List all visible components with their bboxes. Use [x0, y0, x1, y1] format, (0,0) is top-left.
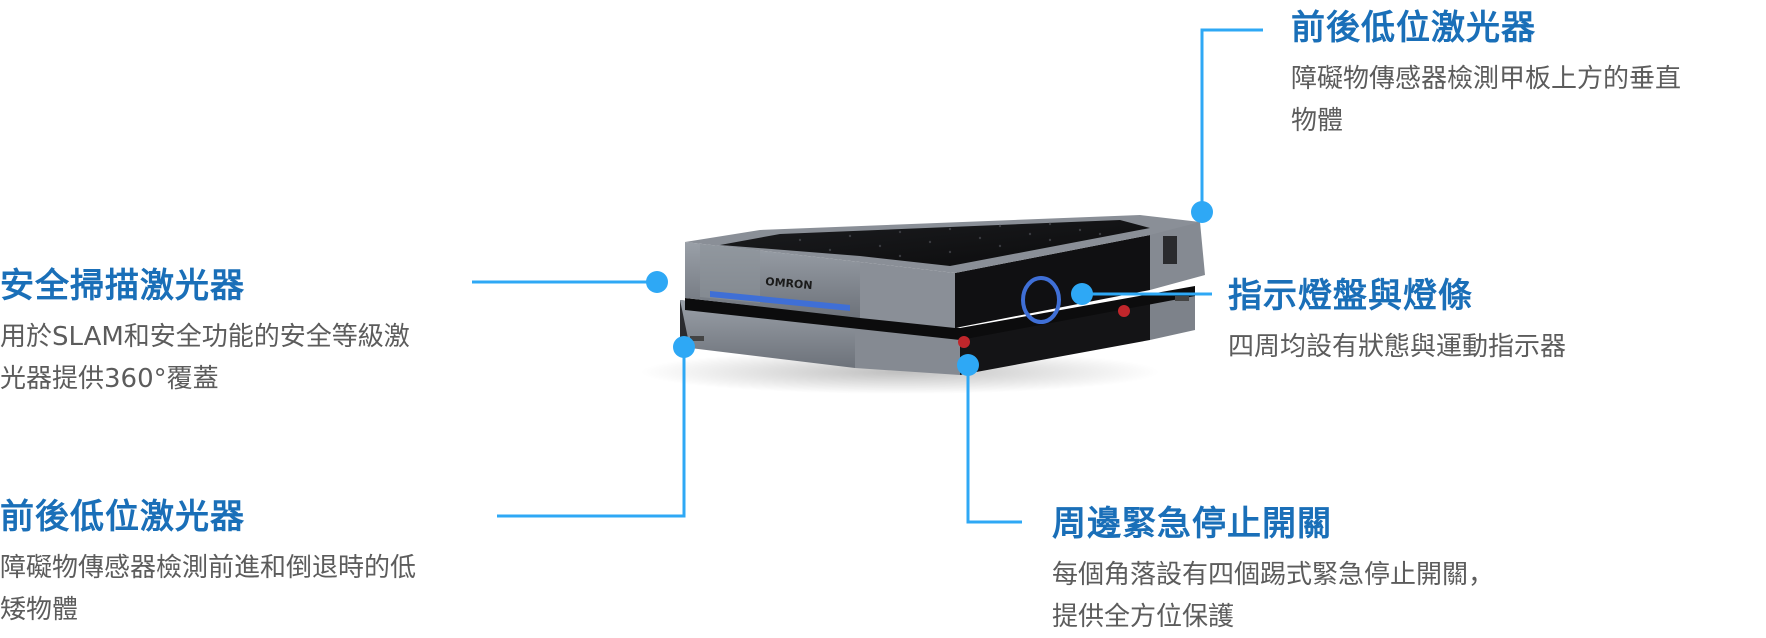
brand-logo: OMRON [765, 275, 813, 292]
callout-emergency-stop: 周邊緊急停止開關 每個角落設有四個踢式緊急停止開關， 提供全方位保護 [1052, 504, 1494, 638]
description-line: 光器提供360°覆蓋 [0, 364, 219, 394]
connector-estop [966, 365, 1022, 524]
connector-lines [472, 28, 1263, 524]
callout-description: 障礙物傳感器檢測前進和倒退時的低 矮物體 [0, 547, 416, 631]
callout-description: 四周均設有狀態與運動指示器 [1228, 326, 1566, 368]
marker-dot-front-rear-low-laser [673, 336, 695, 358]
callout-indicator-lights: 指示燈盤與燈條 四周均設有狀態與運動指示器 [1228, 276, 1566, 368]
estop-button-front [958, 336, 970, 348]
connector-front-rear-low-laser [497, 347, 686, 518]
description-line: 矮物體 [0, 595, 79, 625]
amr-robot: OMRON [640, 215, 1205, 394]
indicator-ring [1021, 276, 1061, 324]
description-line: 提供全方位保護 [1052, 602, 1235, 632]
description-line: 四周均設有狀態與運動指示器 [1228, 332, 1567, 362]
description-line: 物體 [1291, 106, 1344, 136]
callout-title: 前後低位激光器 [0, 497, 245, 537]
marker-dot-safety-laser [646, 271, 668, 293]
callout-safety-scanning-laser: 安全掃描激光器 用於SLAM和安全功能的安全等級激 光器提供360°覆蓋 [0, 266, 410, 400]
marker-dot-indicator [1071, 283, 1093, 305]
description-line: 用於SLAM和安全功能的安全等級激 [0, 322, 410, 352]
callout-description: 障礙物傳感器檢測甲板上方的垂直 物體 [1291, 58, 1681, 142]
callout-title: 前後低位激光器 [1291, 8, 1536, 48]
callout-title: 周邊緊急停止開關 [1052, 504, 1332, 544]
callout-title: 指示燈盤與燈條 [1228, 276, 1473, 316]
marker-dot-estop [957, 354, 979, 376]
description-line: 每個角落設有四個踢式緊急停止開關， [1052, 560, 1495, 590]
description-line: 障礙物傳感器檢測前進和倒退時的低 [0, 553, 417, 583]
callout-description: 用於SLAM和安全功能的安全等級激 光器提供360°覆蓋 [0, 316, 410, 400]
callout-description: 每個角落設有四個踢式緊急停止開關， 提供全方位保護 [1052, 554, 1494, 638]
description-line: 障礙物傳感器檢測甲板上方的垂直 [1291, 64, 1682, 94]
callout-title: 安全掃描激光器 [0, 266, 245, 306]
marker-dot-top-rear-low-laser [1191, 201, 1213, 223]
connector-top-rear-low-laser [1200, 28, 1263, 212]
callout-front-rear-low-laser: 前後低位激光器 障礙物傳感器檢測前進和倒退時的低 矮物體 [0, 497, 416, 631]
estop-button-side [1118, 305, 1130, 317]
callout-top-rear-low-laser: 前後低位激光器 障礙物傳感器檢測甲板上方的垂直 物體 [1291, 8, 1681, 142]
